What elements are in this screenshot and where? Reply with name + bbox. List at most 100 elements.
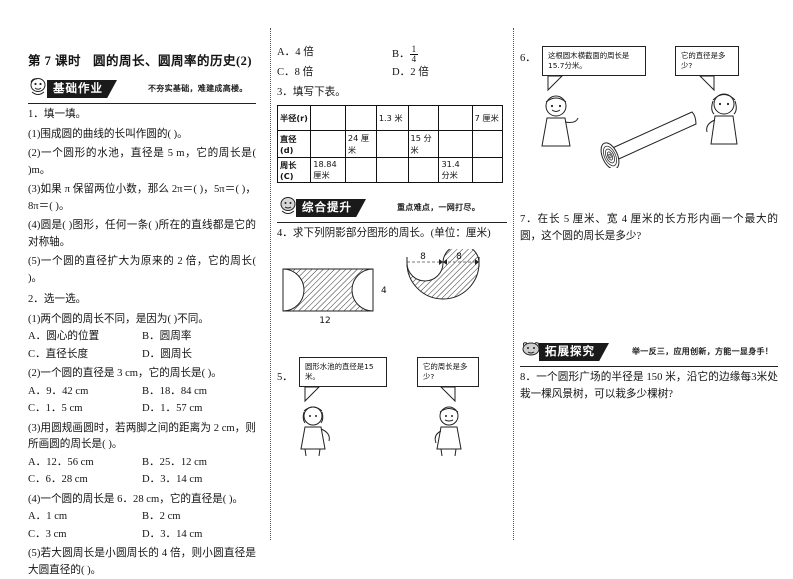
q2-5-option-d[interactable]: D．2 倍 [392, 67, 429, 78]
q2-1-option-c[interactable]: C．直径长度 [28, 348, 89, 360]
q2-5-stem: (5)若大圆周长是小圆周长的 4 倍，则小圆直径是大圆直径的( )。 [28, 548, 256, 576]
q3-heading: 3．填写下表。 [277, 86, 346, 98]
table-cell[interactable]: 15 分米 [407, 130, 440, 158]
q2-2-stem: (2)一个圆的直径是 3 cm，它的周长是( )。 [28, 368, 222, 379]
table-cell[interactable] [471, 157, 504, 183]
table-cell[interactable]: 24 厘米 [344, 130, 377, 158]
q2-5-option-a[interactable]: A．4 倍 [277, 47, 314, 58]
table-row-label-diameter: 直径(d) [276, 130, 312, 158]
q4-figures: 12 4 [277, 248, 507, 327]
banner-extend-tag: 拓展探究 [539, 343, 609, 361]
q1-item-3: (3)如果 π 保留两位小数，那么 2π＝( )，5π＝( )，8π＝( )。 [28, 184, 256, 212]
table-cell[interactable] [407, 157, 440, 183]
boy-figure-icon [541, 95, 579, 147]
q2-4-options-row2: C．3 cm D．3．14 cm [28, 527, 256, 544]
lesson-name: 圆的周长、圆周率的历史(2) [93, 54, 253, 68]
table-cell[interactable]: 18.84 厘米 [310, 157, 346, 183]
q1-item-1: (1)围成圆的曲线的长叫作圆的( )。 [28, 128, 188, 140]
q2-4-option-d[interactable]: D．3．14 cm [142, 528, 203, 540]
table-row: 直径(d) 24 厘米 15 分米 [276, 130, 504, 158]
lesson-number: 第 7 课时 [28, 54, 82, 68]
q1-item-5: (5)一个圆的直径扩大为原来的 2 倍，它的周长( )。 [28, 256, 256, 284]
banner-extend: 拓展探究 举一反三，应用创新，方能一显身手！ [520, 342, 778, 367]
figure2-label-left: 8 [420, 252, 426, 262]
q6-bubble-right-tail [699, 76, 715, 92]
banner-rule [520, 366, 778, 367]
q2-3-option-d[interactable]: D．3．14 cm [142, 474, 203, 485]
table-row-label-circumference: 周长(C) [276, 157, 312, 183]
q6-bubble-left: 这根圆木横截面的周长是15.7分米。 [542, 46, 646, 76]
q2-3-option-c[interactable]: C．6．28 cm [28, 474, 88, 485]
table-cell[interactable]: 1.3 米 [375, 105, 409, 131]
banner-comprehensive-sub: 重点难点，一网打尽。 [397, 203, 480, 212]
q2-1-option-b[interactable]: B．圆周率 [142, 331, 192, 342]
q2-5-option-b-prefix: B． [392, 49, 410, 60]
table-row: 周长(C) 18.84 厘米 31.4 分米 [276, 157, 504, 183]
q7-text: 7．在长 5 厘米、宽 4 厘米的长方形内画一个最大的圆，这个圆的周长是多少? [520, 214, 778, 242]
q2-3-option-b[interactable]: B．25．12 cm [142, 456, 208, 468]
q2-1-option-a[interactable]: A．圆心的位置 [28, 331, 100, 342]
q2-1-stem: (1)两个圆的周长不同，是因为( )不同。 [28, 313, 209, 325]
q2-1-option-d[interactable]: D．圆周长 [142, 348, 193, 360]
q2-2-option-d[interactable]: D．1．57 cm [142, 403, 203, 414]
table-cell[interactable] [471, 130, 504, 158]
table-cell[interactable] [344, 105, 377, 131]
q2-5-option-c[interactable]: C．8 倍 [277, 67, 314, 78]
table-cell[interactable] [438, 130, 473, 158]
girl-figure-icon [706, 93, 738, 145]
shaded-rectangle-figure: 12 4 [282, 268, 387, 326]
table-cell[interactable] [438, 105, 473, 131]
mascot-icon [30, 78, 46, 95]
column-divider-2 [513, 28, 514, 540]
q2-heading: 2．选一选。 [28, 294, 87, 305]
wooden-log-figure [600, 111, 697, 168]
q2-4-option-c[interactable]: C．3 cm [28, 528, 67, 540]
table-cell[interactable] [407, 105, 440, 131]
q2-3-options-row1: A．12．56 cm B．25．12 cm [28, 455, 256, 472]
girl-figure-icon [300, 406, 330, 456]
fraction-denominator: 4 [411, 54, 417, 64]
q2-4-option-a[interactable]: A．1 cm [28, 511, 68, 522]
table-row: 半径(r) 1.3 米 7 厘米 [276, 105, 504, 131]
q2-2-option-a[interactable]: A．9．42 cm [28, 385, 89, 397]
figure2-label-right: 8 [456, 252, 462, 262]
q2-3-options-row2: C．6．28 cm D．3．14 cm [28, 472, 256, 489]
boy-figure-icon [434, 406, 462, 456]
banner-extend-sub: 举一反三，应用创新，方能一显身手！ [632, 347, 774, 356]
q2-2-option-c[interactable]: C．1．5 cm [28, 403, 83, 414]
q6-bubble-right: 它的直径是多少? [675, 46, 739, 76]
table-cell[interactable] [375, 157, 409, 183]
column-divider-1 [270, 28, 271, 540]
q2-4-option-b[interactable]: B．2 cm [142, 511, 181, 522]
banner-basic-sub: 不夯实基础，难建成高楼。 [148, 84, 248, 93]
table-cell[interactable]: 31.4 分米 [438, 157, 473, 183]
banner-rule [28, 103, 256, 104]
table-cell[interactable]: 7 厘米 [471, 105, 504, 131]
column-left: 第 7 课时圆的周长、圆周率的历史(2) 基础作业 不夯实基础，难建成高楼。 1… [18, 0, 258, 576]
q2-3-option-a[interactable]: A．12．56 cm [28, 456, 94, 468]
q5-bubble-left: 圆形水池的直径是15米。 [299, 356, 387, 387]
q2-1-options-row1: A．圆心的位置 B．圆周率 [28, 329, 256, 346]
q1-item-4: (4)圆是( )图形，任何一条( )所在的直线都是它的对称轴。 [28, 220, 256, 248]
table-cell[interactable] [310, 105, 346, 131]
q2-3-stem: (3)用圆规画圆时，若两脚之间的距离为 2 cm，则所画圆的周长是( )。 [28, 422, 256, 451]
fraction-numerator: 1 [409, 44, 419, 55]
mascot-icon [522, 342, 540, 356]
q8-text: 8．一个圆形广场的半径是 150 米，沿它的边缘每3米处栽一棵风景树，可以栽多少… [520, 372, 778, 400]
q5-bubble-right-tail [440, 386, 456, 402]
q2-2-options-row1: A．9．42 cm B．18．84 cm [28, 384, 256, 401]
table-cell[interactable] [344, 157, 377, 183]
banner-rule [277, 222, 507, 223]
worksheet-page: 第 7 课时圆的周长、圆周率的历史(2) 基础作业 不夯实基础，难建成高楼。 1… [18, 0, 778, 576]
figure1-height-label: 4 [381, 286, 387, 296]
q2-2-option-b[interactable]: B．18．84 cm [142, 385, 208, 397]
table-cell[interactable] [310, 130, 346, 158]
q2-4-stem: (4)一个圆的周长是 6．28 cm，它的直径是( )。 [28, 493, 244, 505]
q2-2-options-row2: C．1．5 cm D．1．57 cm [28, 401, 256, 418]
q2-1-options-row2: C．直径长度 D．圆周长 [28, 347, 256, 364]
table-cell[interactable] [375, 130, 409, 158]
